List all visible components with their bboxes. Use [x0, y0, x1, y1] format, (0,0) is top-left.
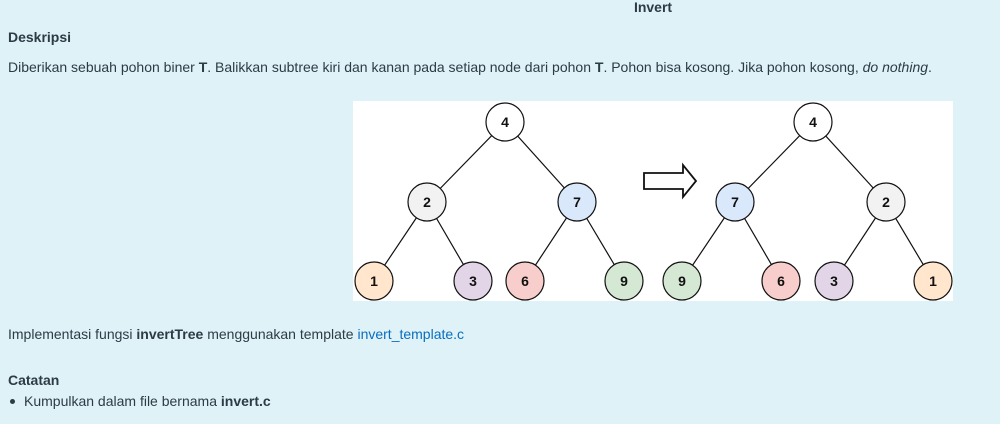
left-tree-nodes: 4 2 7 1 3 6 9 — [354, 102, 644, 301]
left-node-left-left — [354, 261, 394, 301]
right-node-left-right — [761, 261, 801, 301]
template-file-link[interactable]: invert_template.c — [357, 326, 465, 342]
notes-list: Kumpulkan dalam file bernama invert.c — [8, 392, 271, 410]
left-node-left-right-label: 3 — [469, 273, 477, 289]
bullet-icon — [10, 399, 15, 404]
right-node-left-right-label: 6 — [777, 273, 785, 289]
list-item: Kumpulkan dalam file bernama invert.c — [8, 392, 271, 410]
right-node-left-left — [662, 261, 702, 301]
left-node-root — [485, 102, 525, 142]
right-node-root-label: 4 — [809, 114, 817, 130]
implementation-paragraph: Implementasi fungsi invertTree menggunak… — [8, 326, 465, 342]
notes-heading: Catatan — [8, 372, 60, 388]
description-heading: Deskripsi — [8, 29, 72, 45]
right-tree-nodes: 4 7 2 9 6 3 1 — [662, 102, 953, 301]
description-paragraph: Diberikan sebuah pohon biner T. Balikkan… — [8, 59, 932, 75]
left-node-right-label: 7 — [573, 194, 581, 210]
right-node-left-label: 7 — [731, 194, 739, 210]
left-node-left-label: 2 — [423, 194, 431, 210]
left-node-right-left — [505, 261, 545, 301]
left-node-right-right-label: 9 — [620, 273, 628, 289]
right-node-root — [793, 102, 833, 142]
right-node-right-left — [814, 261, 854, 301]
left-node-right-left-label: 6 — [521, 273, 529, 289]
right-node-right-label: 2 — [882, 194, 890, 210]
left-node-left-right — [453, 261, 493, 301]
right-node-left — [715, 182, 755, 222]
right-node-left-left-label: 9 — [678, 273, 686, 289]
left-node-root-label: 4 — [501, 114, 509, 130]
right-node-right-left-label: 3 — [830, 273, 838, 289]
right-arrow-icon — [643, 162, 698, 200]
tree-invert-figure: 4 2 7 1 3 6 9 4 7 2 9 — [353, 101, 953, 301]
right-node-right — [866, 182, 906, 222]
left-node-left-left-label: 1 — [370, 273, 378, 289]
right-node-right-right-label: 1 — [929, 273, 937, 289]
left-node-right — [557, 182, 597, 222]
page-title: Invert — [633, 0, 673, 15]
left-node-left — [407, 182, 447, 222]
left-node-right-right — [604, 261, 644, 301]
right-node-right-right — [913, 261, 953, 301]
tree-diagram: 4 2 7 1 3 6 9 4 7 2 9 — [354, 102, 953, 301]
